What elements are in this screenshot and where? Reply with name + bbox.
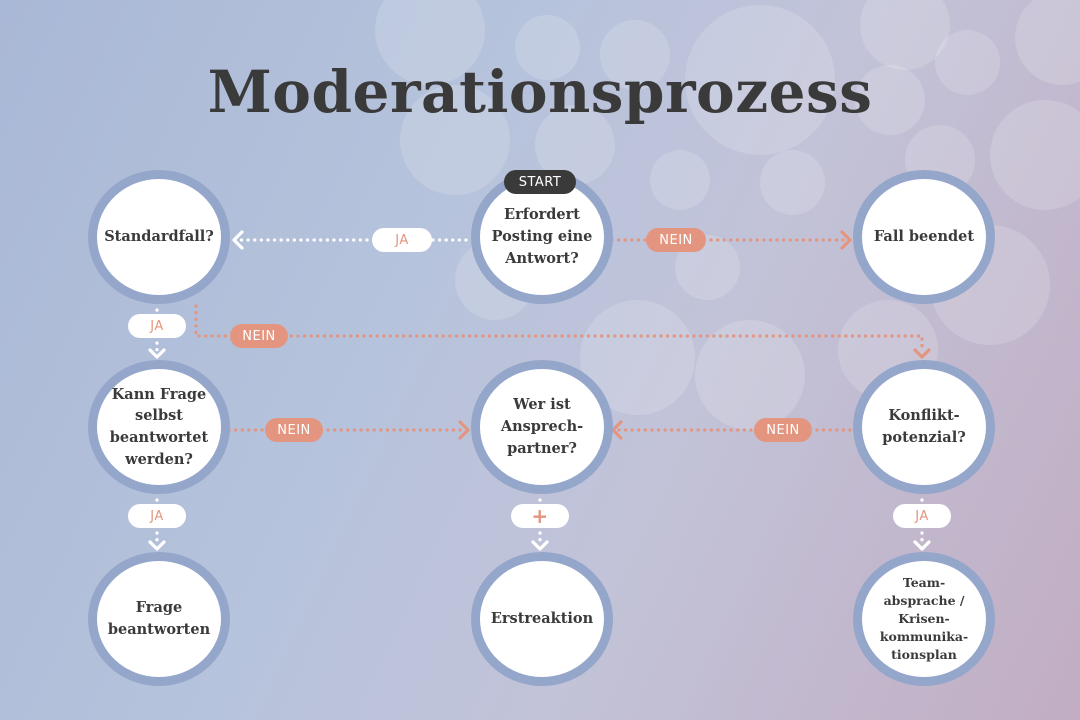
node-teamabsprache-label: Team-absprache / Krisen-kommunika-tionsp… (879, 574, 969, 663)
node-frage-beantworten-label: Frage beantworten (107, 599, 211, 638)
node-fall-beendet-label: Fall beendet (873, 228, 975, 246)
node-teamabsprache: Team-absprache / Krisen-kommunika-tionsp… (853, 552, 995, 686)
edge-label-standard-nein: NEIN (230, 324, 288, 348)
edge-label-konflikt-ja: JA (893, 504, 951, 528)
node-posting-label: Erfordert Posting eine Antwort? (491, 206, 593, 267)
background-bubble (860, 0, 950, 70)
arrowhead-down-icon (148, 348, 166, 359)
edge-label-posting-ja: JA (372, 228, 432, 252)
background-bubble (650, 150, 710, 210)
background-bubble (855, 65, 925, 135)
background-bubble (600, 20, 670, 90)
background-bubble (935, 30, 1000, 95)
background-bubble (695, 320, 805, 430)
background-bubble (515, 15, 580, 80)
node-wer-ist-label: Wer ist Ansprech-partner? (500, 396, 584, 457)
node-standardfall: Standardfall? (88, 170, 230, 304)
node-erstreaktion-label: Erstreaktion (490, 610, 594, 628)
background-bubble (685, 5, 835, 155)
background-bubble (375, 0, 485, 85)
arrowhead-down-icon (148, 540, 166, 551)
edge-label-kann-nein: NEIN (265, 418, 323, 442)
arrowhead-down-icon (913, 540, 931, 551)
node-konfliktpotenzial: Konflikt-potenzial? (853, 360, 995, 494)
edge-label-wer-plus: + (511, 504, 569, 528)
background-bubble (990, 100, 1080, 210)
start-badge: START (504, 170, 576, 194)
node-erstreaktion: Erstreaktion (471, 552, 613, 686)
arrowhead-right-icon (840, 230, 852, 250)
background-bubble (400, 85, 510, 195)
arrowhead-left-icon (611, 420, 623, 440)
arrowhead-left-icon (232, 230, 244, 250)
node-wer-ist: Wer ist Ansprech-partner? (471, 360, 613, 494)
arrowhead-right-icon (458, 420, 470, 440)
node-kann-frage: Kann Frage selbst beantwortet werden? (88, 360, 230, 494)
edge-label-standard-ja: JA (128, 314, 186, 338)
background-bubble (760, 150, 825, 215)
node-kann-frage-label: Kann Frage selbst beantwortet werden? (109, 385, 209, 468)
node-fall-beendet: Fall beendet (853, 170, 995, 304)
arrowhead-down-icon (913, 348, 931, 359)
node-standardfall-label: Standardfall? (104, 228, 214, 246)
edge-standard-nein-line (194, 304, 924, 354)
edge-label-posting-nein: NEIN (646, 228, 706, 252)
page-title: Moderationsprozess (207, 58, 873, 126)
edge-label-kann-ja: JA (128, 504, 186, 528)
node-konfliktpotenzial-label: Konflikt-potenzial? (882, 407, 966, 446)
edge-label-konflikt-nein: NEIN (754, 418, 812, 442)
node-frage-beantworten: Frage beantworten (88, 552, 230, 686)
arrowhead-down-icon (531, 540, 549, 551)
